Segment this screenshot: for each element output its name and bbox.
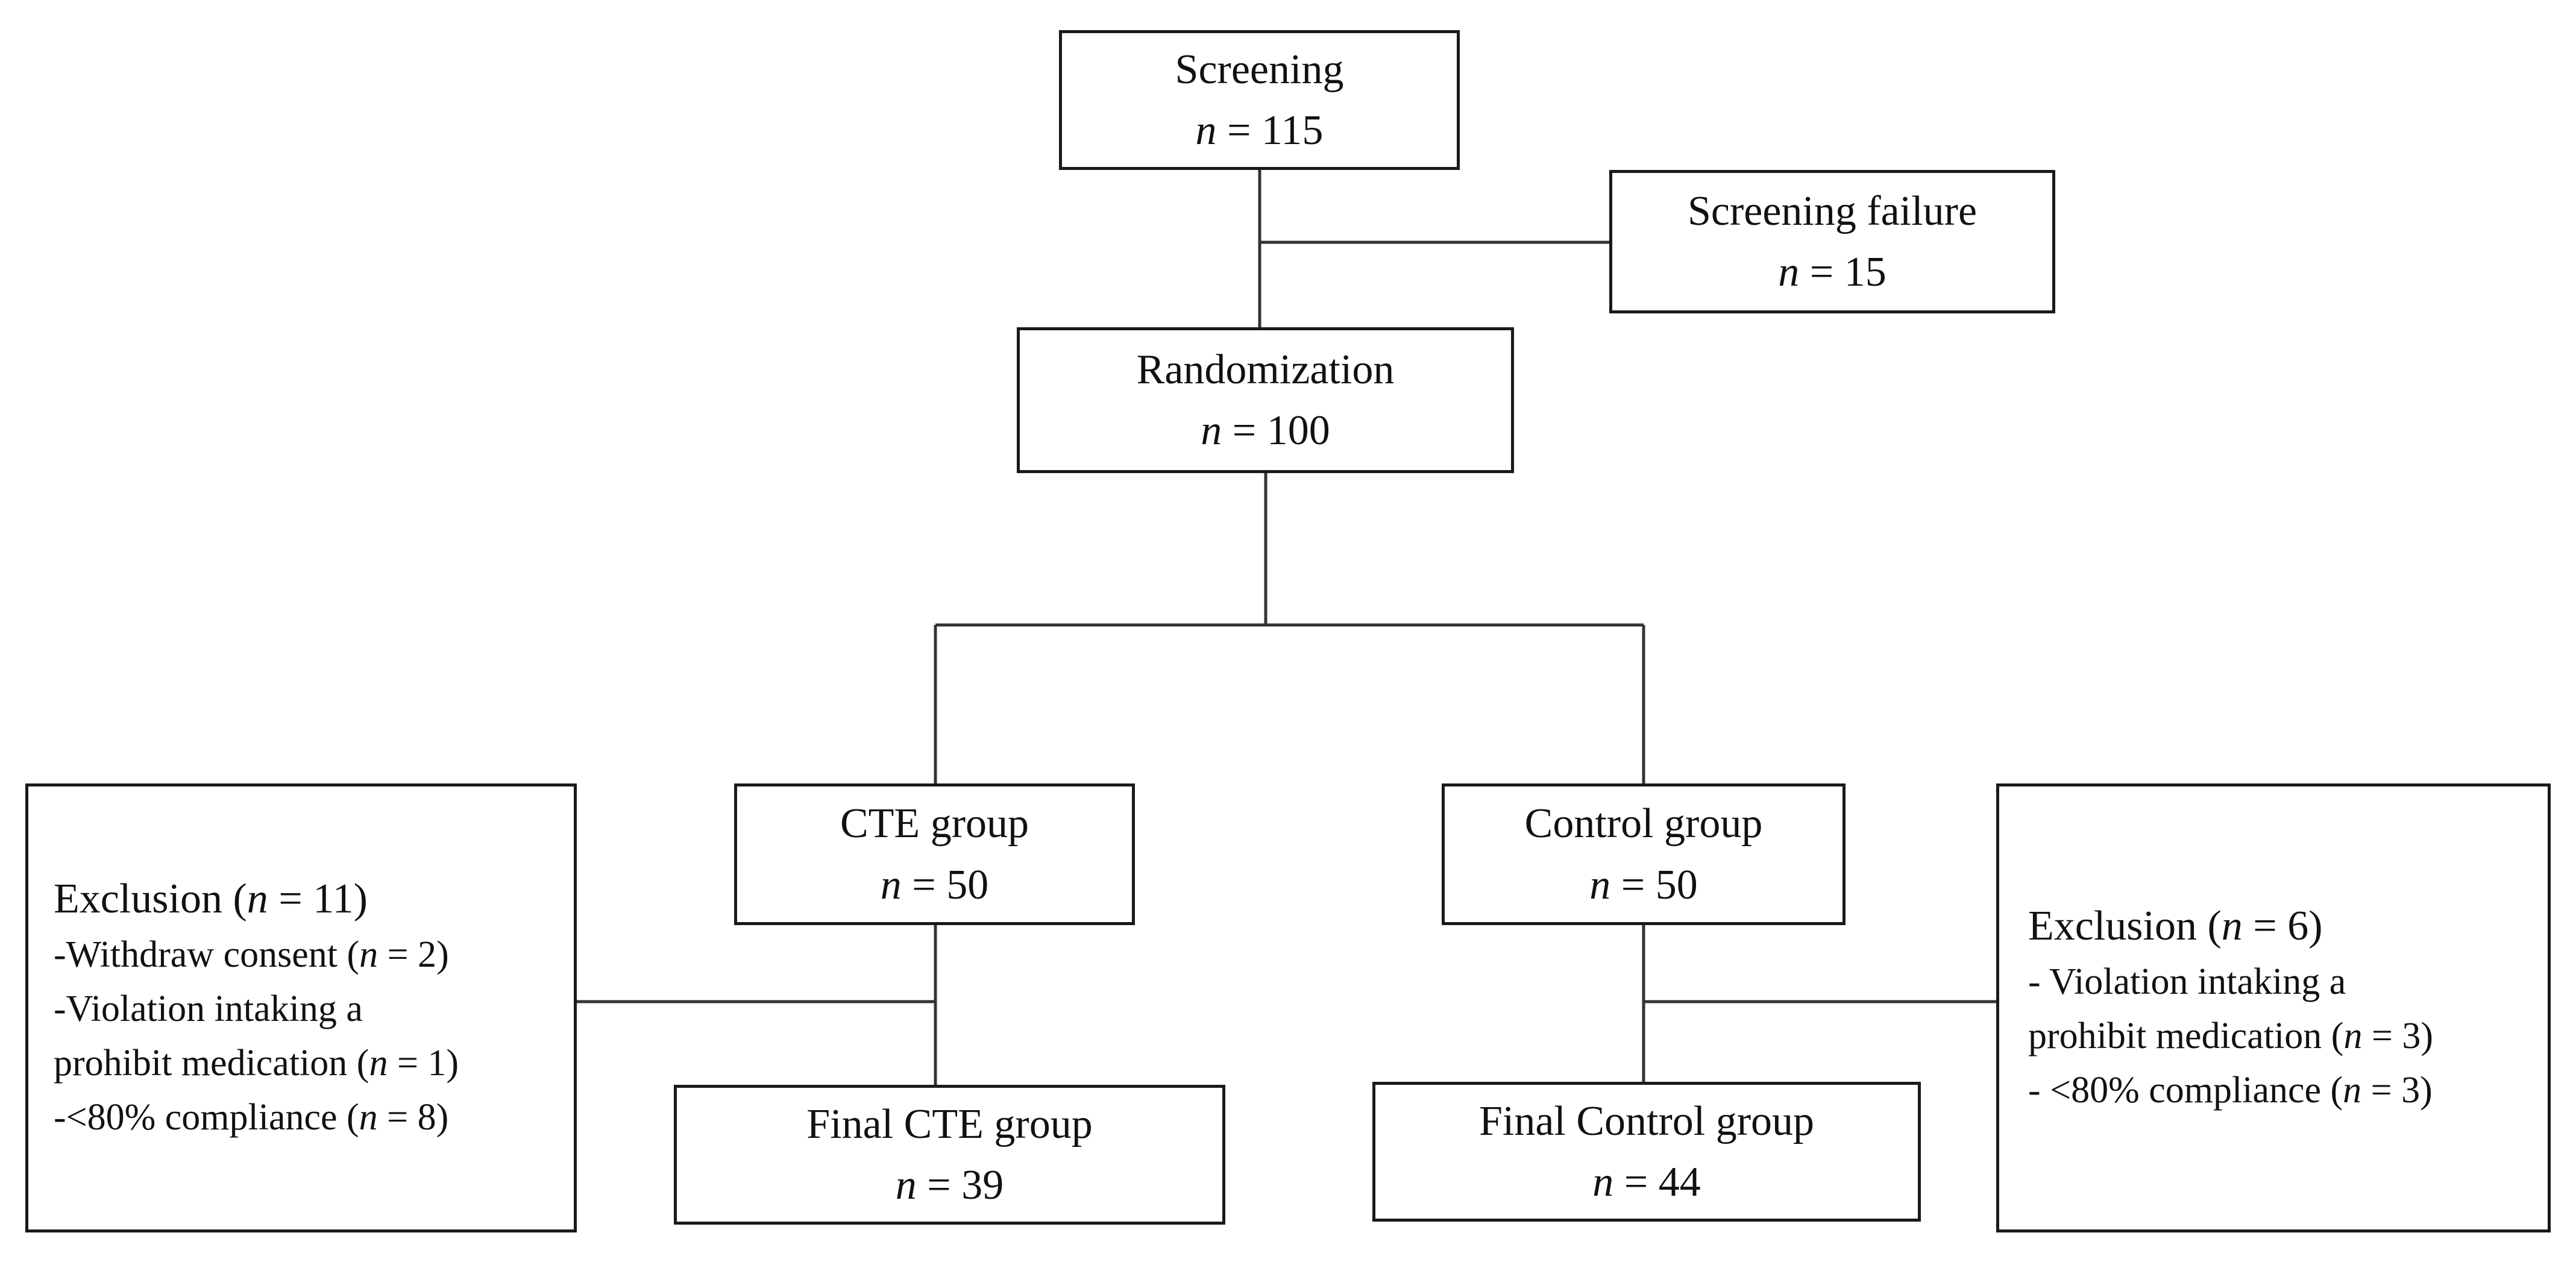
control-group-count: n = 50 bbox=[1589, 861, 1698, 908]
exclusion-control-heading: Exclusion (n = 6) bbox=[2028, 903, 2323, 950]
control-group-box: Control group n = 50 bbox=[1442, 783, 1846, 925]
exclusion-cte-item: -Violation intaking a bbox=[54, 988, 363, 1029]
exclusion-control-item: - Violation intaking a bbox=[2028, 961, 2346, 1002]
screening-label: Screening bbox=[1175, 46, 1344, 93]
screening-count: n = 115 bbox=[1195, 107, 1324, 154]
final-cte-group-box: Final CTE group n = 39 bbox=[674, 1085, 1225, 1225]
final-control-group-label: Final Control group bbox=[1478, 1097, 1815, 1144]
cte-group-box: CTE group n = 50 bbox=[734, 783, 1135, 925]
control-group-label: Control group bbox=[1524, 800, 1763, 847]
final-cte-group-count: n = 39 bbox=[895, 1162, 1004, 1208]
cte-group-count: n = 50 bbox=[880, 861, 989, 908]
final-control-group-count: n = 44 bbox=[1592, 1159, 1701, 1205]
final-cte-group-label: Final CTE group bbox=[806, 1100, 1093, 1147]
screening-failure-box: Screening failure n = 15 bbox=[1609, 170, 2055, 313]
screening-failure-count: n = 15 bbox=[1778, 249, 1886, 295]
screening-box: Screening n = 115 bbox=[1059, 30, 1460, 170]
exclusion-control-item: prohibit medication (n = 3) bbox=[2028, 1015, 2434, 1056]
randomization-box: Randomization n = 100 bbox=[1017, 327, 1514, 473]
exclusion-cte-box: Exclusion (n = 11) -Withdraw consent (n … bbox=[25, 783, 577, 1232]
exclusion-cte-item: prohibit medication (n = 1) bbox=[54, 1042, 459, 1084]
randomization-count: n = 100 bbox=[1201, 407, 1330, 454]
exclusion-control-item: - <80% compliance (n = 3) bbox=[2028, 1069, 2433, 1111]
screening-failure-label: Screening failure bbox=[1687, 187, 1978, 234]
cte-group-label: CTE group bbox=[840, 800, 1029, 847]
exclusion-cte-item: -<80% compliance (n = 8) bbox=[54, 1096, 449, 1138]
exclusion-control-box: Exclusion (n = 6) - Violation intaking a… bbox=[1996, 783, 2551, 1232]
final-control-group-box: Final Control group n = 44 bbox=[1372, 1082, 1921, 1222]
randomization-label: Randomization bbox=[1136, 346, 1395, 393]
exclusion-cte-item: -Withdraw consent (n = 2) bbox=[54, 934, 449, 975]
exclusion-cte-heading: Exclusion (n = 11) bbox=[54, 876, 368, 923]
